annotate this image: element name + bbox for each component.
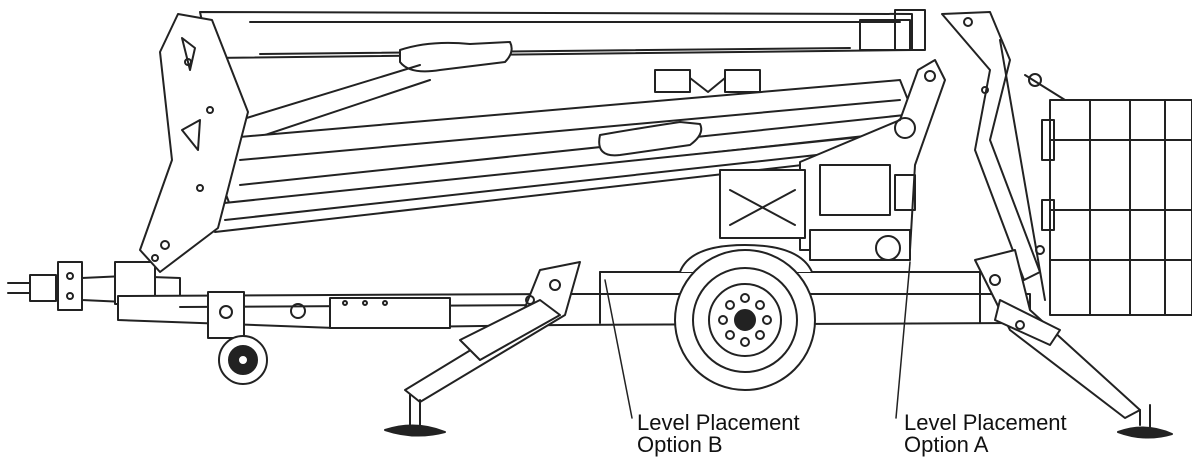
callout-option-a-line1: Level Placement	[904, 410, 1067, 435]
upper-boom	[199, 9, 926, 141]
jockey-wheel	[207, 291, 268, 385]
boom-knuckle-left	[139, 13, 249, 273]
boom-link-right	[941, 11, 1046, 301]
platform-basket	[1024, 73, 1192, 316]
turntable-base	[719, 59, 946, 261]
callout-option-b-line1: Level Placement	[637, 410, 800, 435]
front-outrigger	[384, 261, 581, 437]
leader-line-option-b	[604, 279, 633, 419]
main-wheel	[674, 244, 816, 391]
leader-line-option-a	[895, 261, 911, 419]
callout-option-a-line2: Option A	[904, 432, 989, 457]
callout-option-a: Level Placement Option A	[904, 412, 1067, 456]
callout-option-b: Level Placement Option B	[637, 412, 800, 456]
callout-option-b-line2: Option B	[637, 432, 723, 457]
rear-outrigger	[974, 249, 1173, 439]
